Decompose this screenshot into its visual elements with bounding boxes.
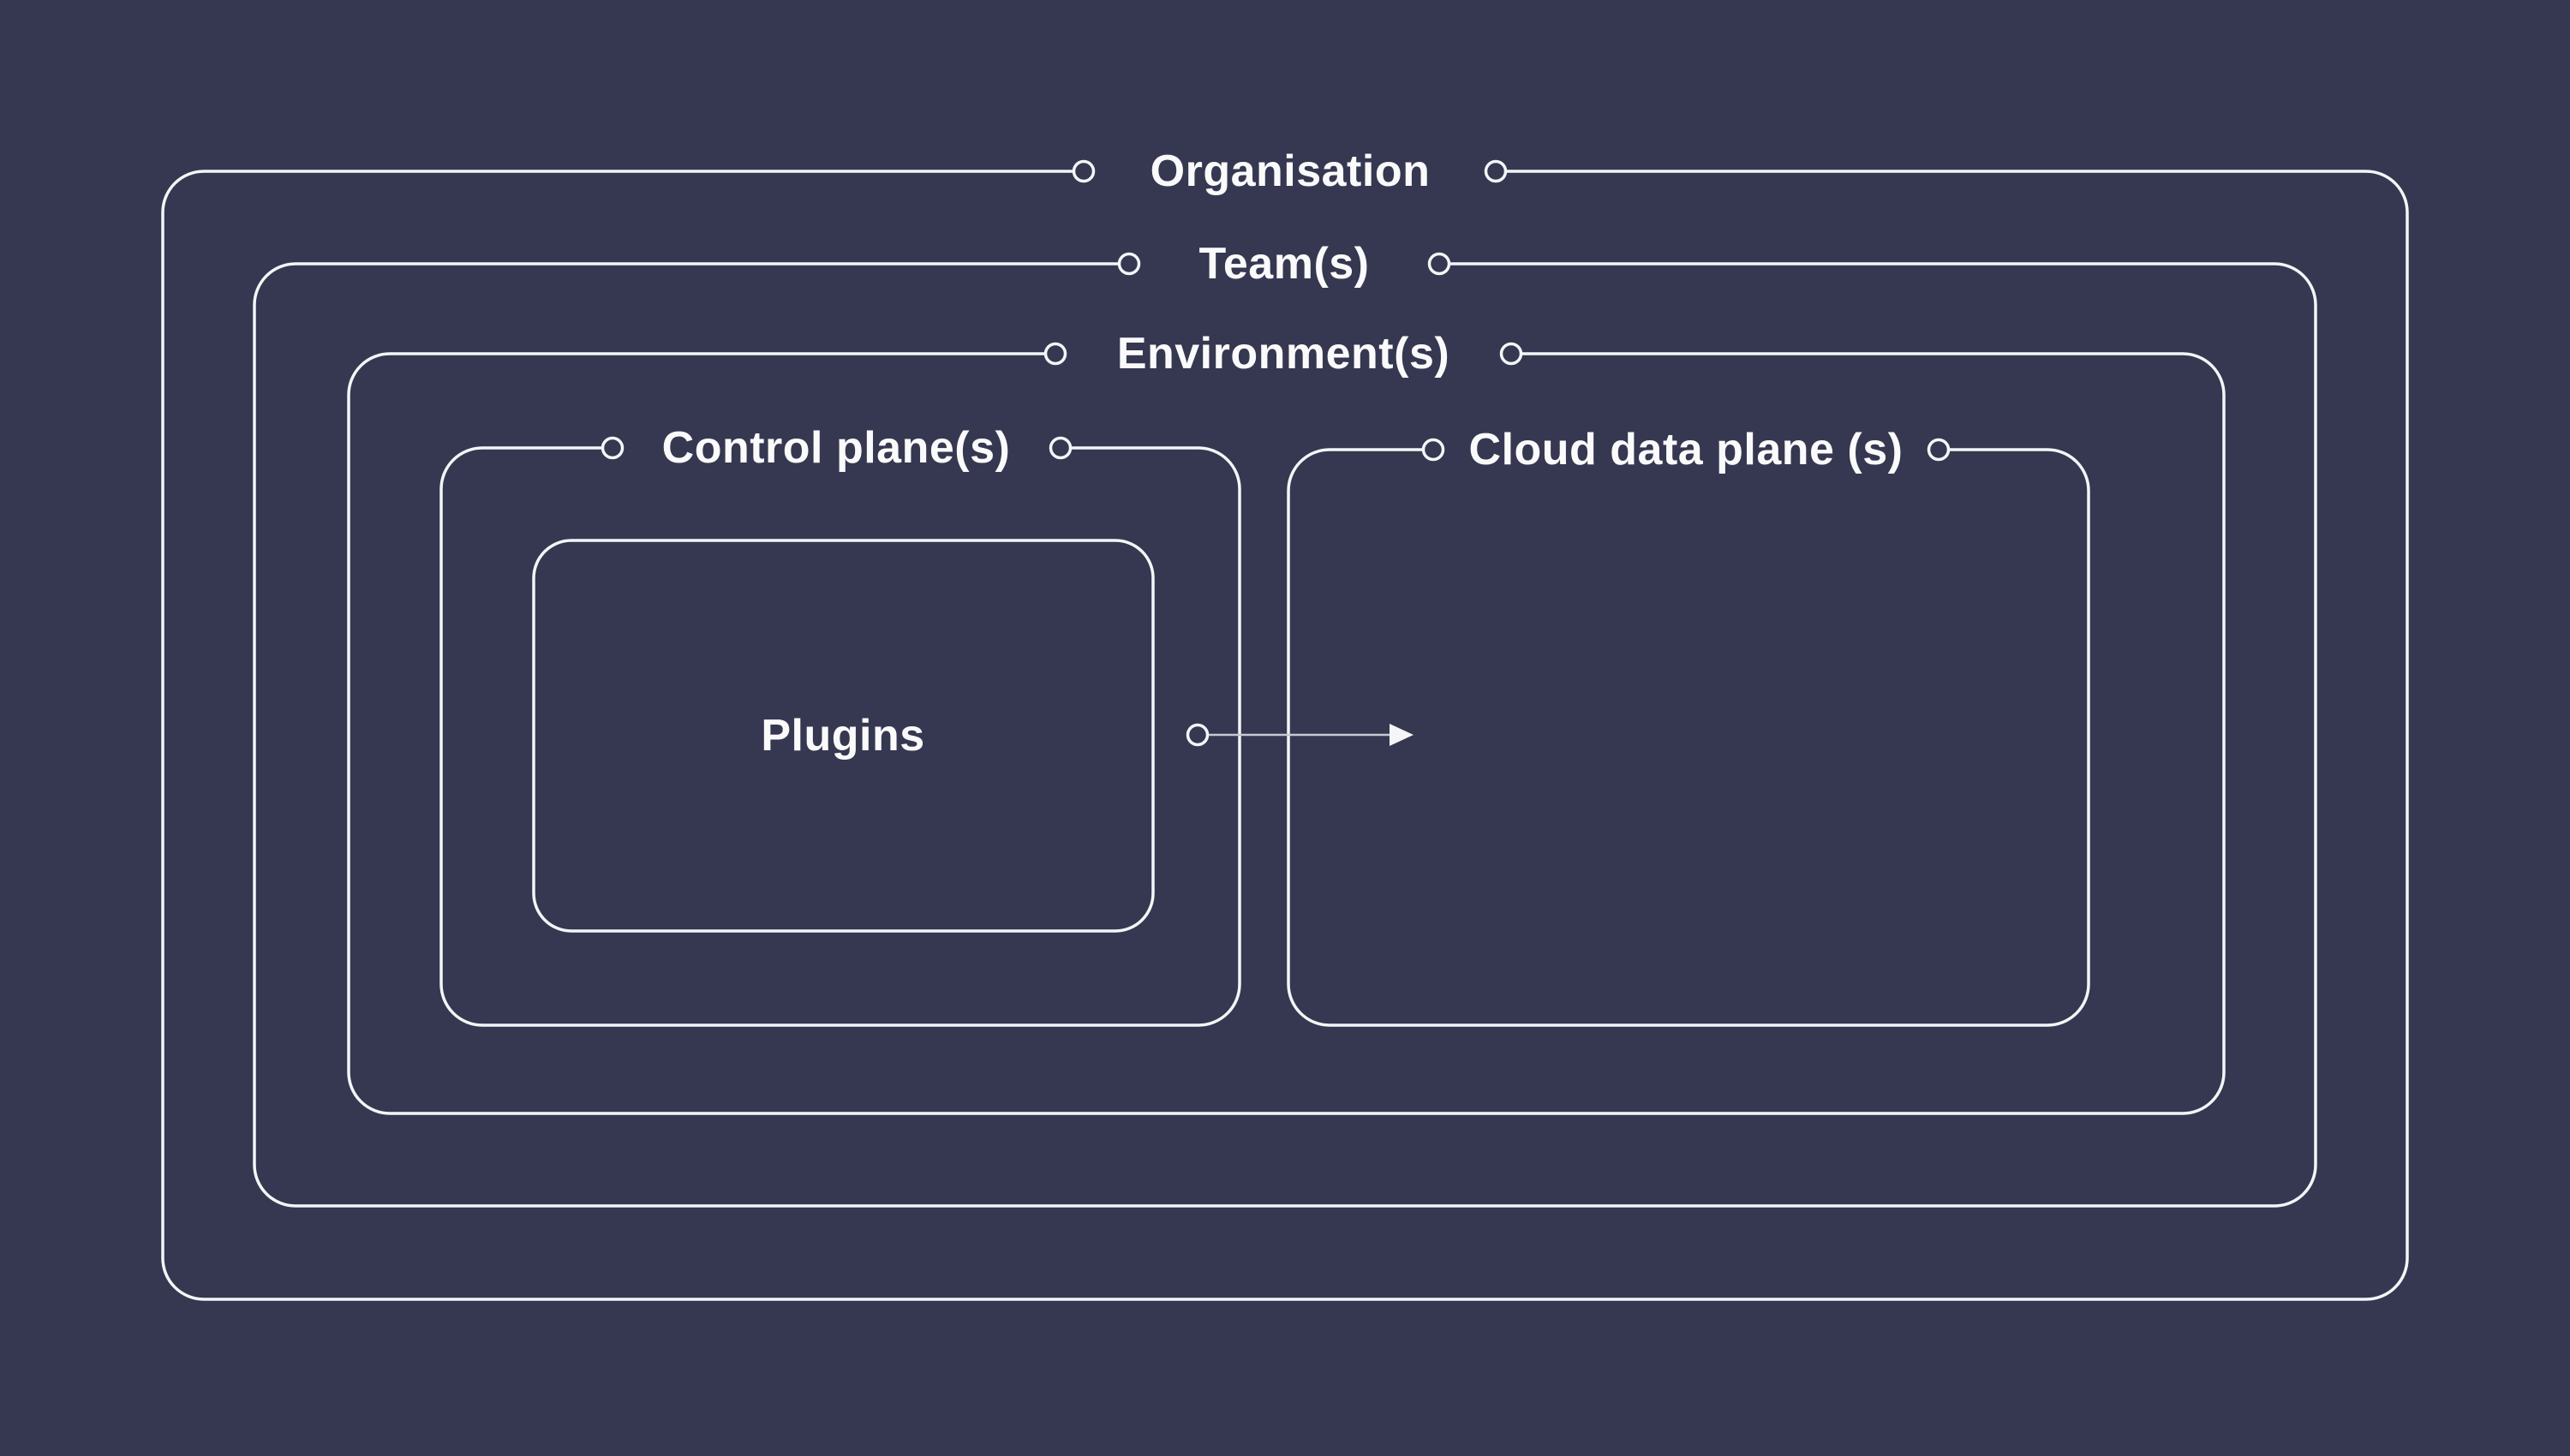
cloud-data-plane-container [1287,448,2090,1027]
arrow-start-node [1186,723,1210,747]
cloud-data-plane-right-node [1927,438,1951,462]
plugins-to-cloud-arrow [1186,723,1414,747]
plugins-box [532,539,1155,933]
control-plane-container [439,446,1241,1027]
team-right-node [1427,252,1451,276]
team-left-node [1117,252,1141,276]
control-plane-label: Control plane(s) [662,423,1011,473]
organisation-left-node [1072,159,1096,183]
team-container [253,262,2317,1208]
organisation-right-node [1484,159,1508,183]
environment-left-node [1043,342,1067,366]
cloud-data-plane-left-node [1421,438,1445,462]
cloud-data-plane-label: Cloud data plane (s) [1469,425,1904,474]
environment-label: Environment(s) [1117,329,1449,379]
environment-container [347,352,2226,1115]
environment-right-node [1499,342,1523,366]
organisation-container [161,170,2409,1301]
control-plane-right-node [1049,436,1073,460]
control-plane-left-node [601,436,625,460]
arrowhead-icon [1390,724,1414,746]
team-label: Team(s) [1198,239,1369,289]
plugins-label: Plugins [761,711,924,761]
organisation-label: Organisation [1151,146,1431,196]
